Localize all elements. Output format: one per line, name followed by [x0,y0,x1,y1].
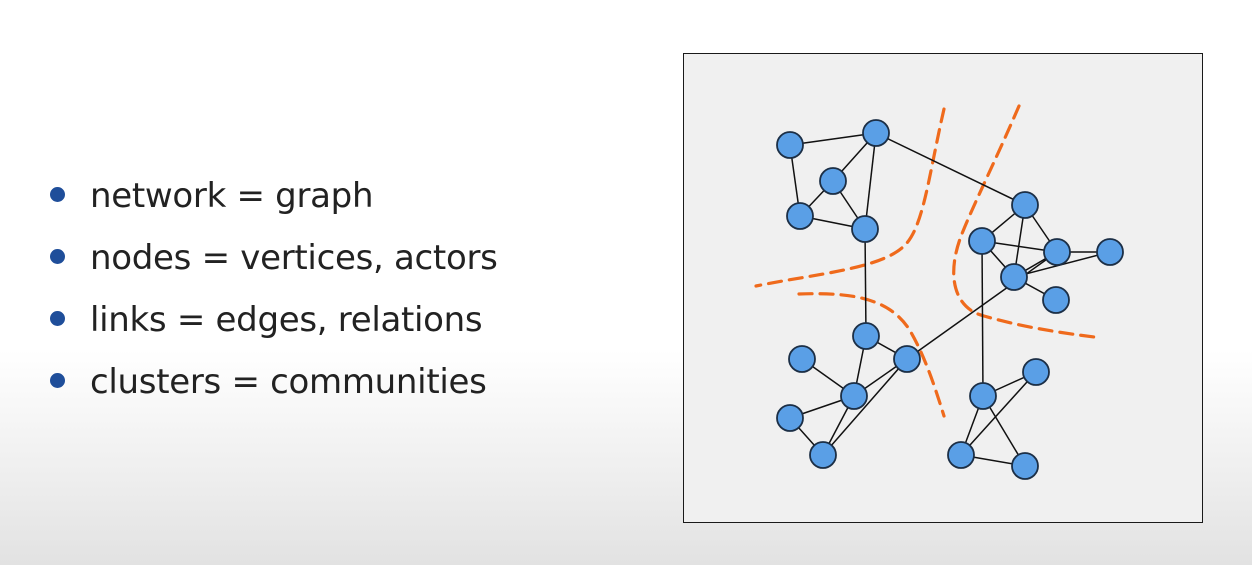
graph-node [1043,238,1071,266]
graph-edge [981,240,984,397]
graph-node [851,215,879,243]
graph-node [1096,238,1124,266]
graph-node [786,202,814,230]
bullet-dot-icon [50,186,65,202]
graph-edge [789,132,877,146]
cluster-boundaries [754,104,1096,418]
graph-node [840,382,868,410]
graph-edge [864,132,877,230]
graph-node [1011,452,1039,480]
graph-edge [960,371,1037,456]
bullet-dot-icon [50,310,65,326]
bullet-item: links = edges, relations [50,289,498,351]
graph-node [893,345,921,373]
graph-node [809,441,837,469]
graph-node [1000,263,1028,291]
graph-node [969,382,997,410]
bullet-list: network = graph nodes = vertices, actors… [50,165,498,413]
bullet-text: nodes = vertices, actors [90,238,498,278]
cluster-boundary-line [952,104,1096,339]
bullet-text: links = edges, relations [90,300,483,340]
graph-node [947,441,975,469]
graph-edge [822,358,908,456]
graph-node [1042,286,1070,314]
graph-node [819,167,847,195]
bullet-dot-icon [50,372,65,388]
cluster-boundary-line [797,292,946,418]
bullet-text: clusters = communities [90,362,487,402]
graph-node [776,131,804,159]
cluster-boundary-line [754,107,946,288]
graph-node [852,322,880,350]
graph-edge [875,132,1026,206]
graph-node [788,345,816,373]
bullet-item: network = graph [50,165,498,227]
graph-node [1011,191,1039,219]
bullet-item: nodes = vertices, actors [50,227,498,289]
graph-node [862,119,890,147]
network-graph-diagram [683,53,1203,523]
bullet-item: clusters = communities [50,351,498,413]
bullet-dot-icon [50,248,65,264]
graph-node [776,404,804,432]
graph-nodes [776,119,1124,480]
graph-node [968,227,996,255]
bullet-text: network = graph [90,176,374,216]
graph-node [1022,358,1050,386]
network-graph-svg [754,104,1124,480]
graph-edge [864,228,867,337]
